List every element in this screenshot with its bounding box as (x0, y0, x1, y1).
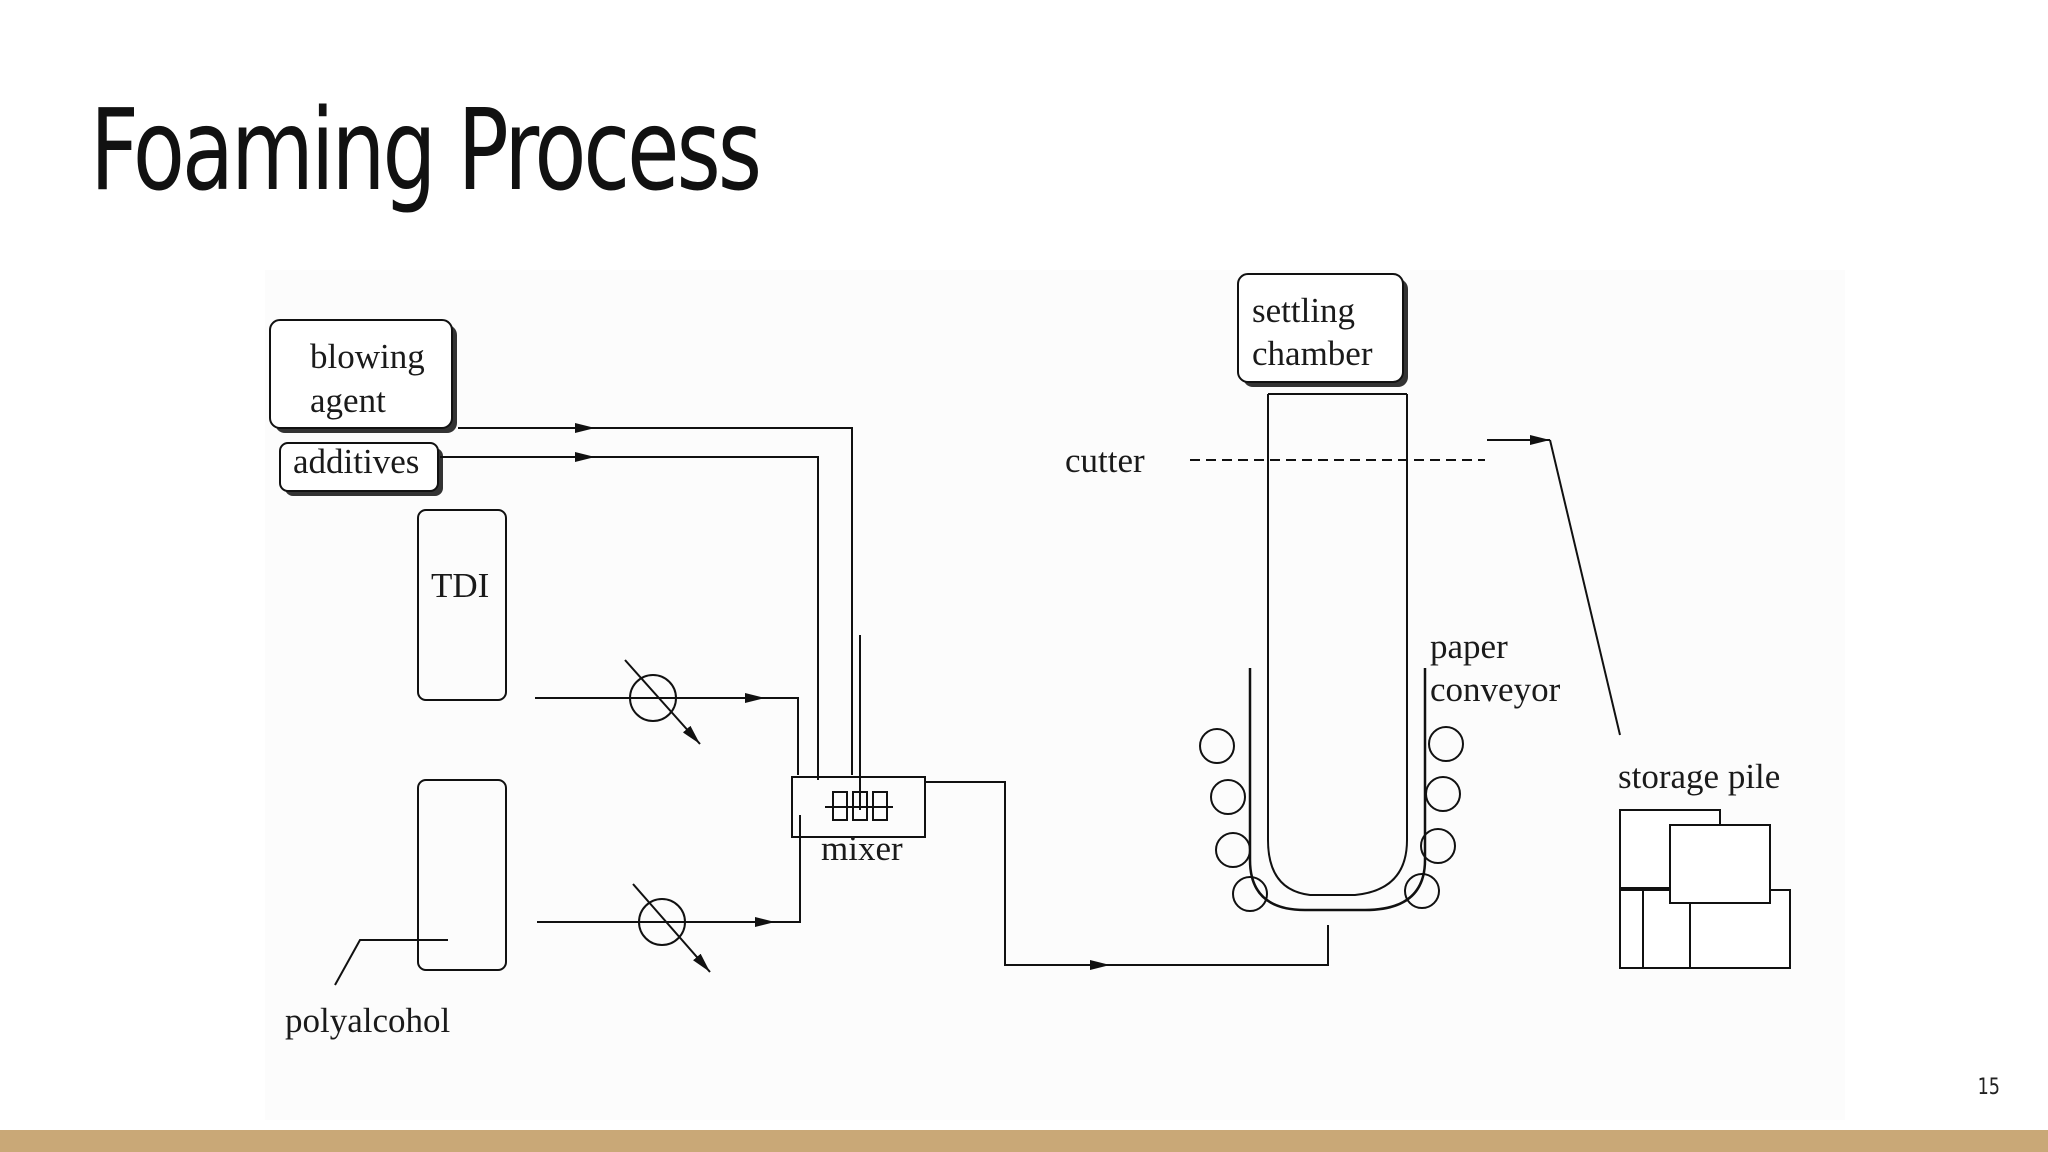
storage-pile (1619, 809, 1791, 969)
cutter-label: cutter (1065, 441, 1145, 480)
storage-pile-label: storage pile (1618, 757, 1780, 796)
mixer-label: mixer (821, 829, 903, 868)
additives-box (279, 442, 443, 496)
paper-conveyor-label-line2: conveyor (1430, 670, 1561, 709)
polyalcohol-label: polyalcohol (285, 1001, 451, 1040)
blowing-agent-label-line2: agent (310, 381, 386, 420)
foaming-process-diagram: blowing agent additives TDI polyalcohol (265, 270, 1845, 1120)
tdi-pump (629, 674, 677, 722)
footer-accent-bar (0, 1130, 2048, 1152)
paper-conveyor-belt (1248, 668, 1427, 912)
paper-conveyor-label-line1: paper (1430, 627, 1508, 666)
slide-title: Foaming Process (90, 86, 762, 216)
conveyor-rollers (1199, 726, 1464, 912)
additives-pipe (440, 456, 819, 780)
tdi-pipe (535, 697, 799, 775)
polyalcohol-leader-line (334, 939, 448, 986)
settling-chamber-label-line1: settling (1252, 291, 1355, 330)
settling-chamber-box (1237, 273, 1408, 387)
blowing-agent-label-line1: blowing (310, 337, 425, 376)
page-number: 15 (1977, 1075, 2000, 1100)
tdi-pump-arrow (624, 659, 701, 745)
mixer-outlet-pipe (925, 781, 1329, 966)
polyalcohol-pipe (537, 815, 801, 923)
mixer (791, 635, 926, 838)
cutter-to-storage-line (1549, 439, 1621, 736)
additives-label: additives (293, 442, 419, 481)
blowing-agent-box (269, 319, 457, 433)
polyalcohol-pump (638, 898, 686, 946)
tdi-tank (417, 509, 507, 701)
settling-chamber-label-line2: chamber (1252, 334, 1373, 373)
tdi-label: TDI (431, 566, 489, 605)
polyalcohol-tank (417, 779, 507, 971)
polyalcohol-pump-arrow (632, 883, 711, 973)
blowing-agent-pipe (458, 427, 853, 775)
foam-column (1267, 394, 1408, 896)
